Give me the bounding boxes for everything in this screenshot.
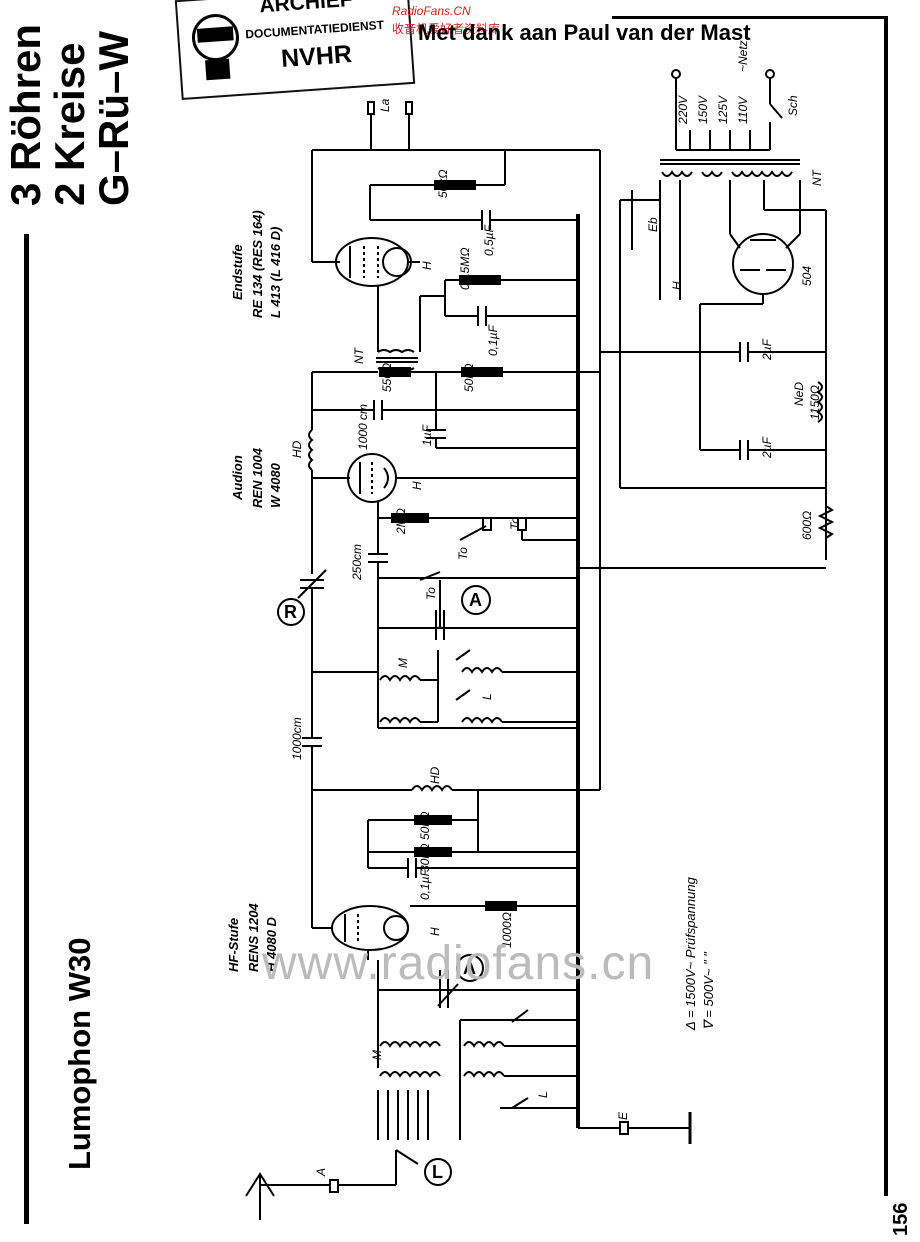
label-To-3: To [424,587,438,600]
knob-R-label: R [284,602,297,622]
label-c250: 250cm [350,543,364,580]
label-M-audion: M [396,658,410,668]
label-end-tube-line3: L 413 (L 416 D) [268,226,283,318]
label-r50k-mid: 50kΩ [462,363,476,392]
label-L-hf: L [536,1091,550,1098]
label-H-end: H [420,261,434,270]
label-audion-tube-line3: W 4080 [268,463,283,508]
knob-A-label-hf: A [463,958,476,978]
label-r50k-top: 50kΩ [436,169,450,198]
credit-text: Met dank aan Paul van der Mast [418,20,751,45]
label-r2M: 2MΩ [394,508,408,534]
label-H-psu: H [670,281,684,290]
label-NT-psu: NT [810,170,824,186]
label-r015M: 0,15MΩ [458,247,472,290]
label-Sch: Sch [786,95,800,116]
label-NeD: NeD [792,381,806,406]
label-rect-tube: 504 [800,265,814,286]
label-v110: 110V [736,96,750,124]
knob-L-label: L [432,1162,443,1182]
label-c1000: 1000 cm [356,403,370,450]
label-HD-audion: HD [290,440,304,458]
left-border-line [24,234,29,1224]
label-c1000b: 1000cm [290,717,304,760]
knob-A-label-audion: A [469,590,482,610]
label-NT-end: NT [352,348,366,364]
label-HD-hf: HD [428,766,442,784]
label-c2u-b: 2µF [760,437,774,458]
archive-stamp: ARCHIEF DOCUMENTATIEDIENST NVHR [174,0,416,101]
label-r30k: 30kΩ [418,843,432,872]
label-To-2: To [508,517,522,530]
label-end-stage: Endstufe [230,244,245,300]
legend-line2: ∇ = 500V~ " " [701,952,716,1030]
label-end-tube-line2: RE 134 (RES 164) [250,210,265,318]
label-M-hf: M [370,1050,384,1060]
label-r1150: 1150Ω [808,385,822,420]
center-watermark: www.radiofans.cn [262,937,655,990]
watermark-top-line1: RadioFans.CN [392,4,471,18]
label-v220: 220V [676,95,690,124]
label-netz: ~Netz [736,40,750,72]
watermark-top-line2: 收音机爱好者资料库 [392,22,501,36]
label-A-terminal: A [314,1167,328,1176]
label-v125: 125V [716,95,730,124]
frame-right [884,16,888,1196]
stamp-logo [191,14,239,81]
label-To-1: To [456,547,470,560]
label-E-terminal: E [616,1111,630,1120]
label-audion-tube-line2: REN 1004 [250,448,265,508]
label-c2u-a: 2µF [760,339,774,360]
label-v150: 150V [696,95,710,124]
label-audion-stage: Audion [230,455,245,500]
frame-top [612,16,888,19]
label-r550: 550Ω [380,362,394,392]
label-Eb: Eb [646,217,660,232]
label-L-audion: L [480,693,494,700]
label-c01-hf: 0,1µF [418,869,432,900]
test-voltage-legend: Δ = 1500V~ Prüfspannung ∇ = 500V~ " " [682,877,718,1030]
label-c05: 0,5µF [482,225,496,256]
label-hf-tube-line2: RENS 1204 [246,903,261,972]
label-H-hf: H [428,927,442,936]
label-hf-stage: HF-Stufe [226,917,241,972]
legend-line1: Δ = 1500V~ Prüfspannung [683,877,698,1030]
label-c1u: 1µF [420,425,434,446]
label-La: La [378,98,392,112]
label-H-audion: H [410,481,424,490]
label-c01-end: 0,1µF [486,325,500,356]
label-r50k-low: 50kΩ [418,811,432,840]
label-r600: 600Ω [800,510,814,540]
